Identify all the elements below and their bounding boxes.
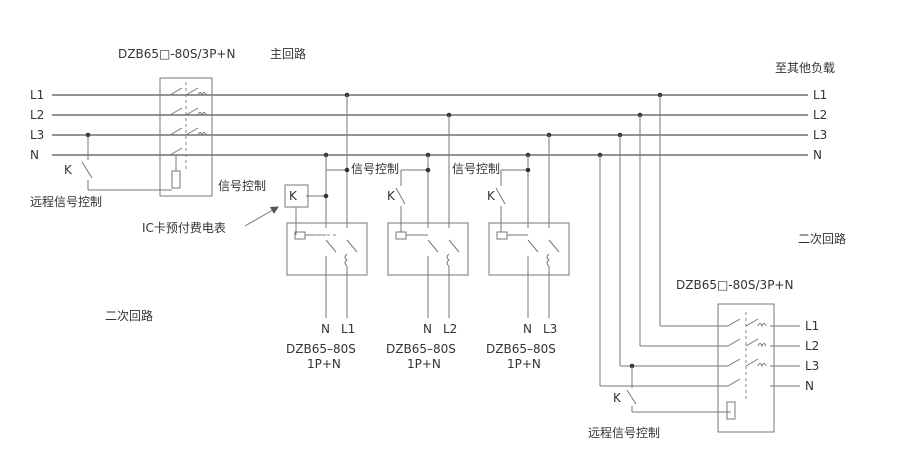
- bus-label-right-n: N: [813, 148, 822, 162]
- branch-drops: [323, 92, 552, 228]
- meter-2-term-n: N: [423, 322, 432, 336]
- meter-3-k: K: [487, 189, 496, 203]
- meter-1-k: K: [289, 189, 298, 203]
- meter-3-term-n: N: [523, 322, 532, 336]
- meter-unit-2: [387, 167, 469, 318]
- secondary-breaker: [717, 303, 800, 433]
- bus-label-right-l2: L2: [813, 108, 827, 122]
- secondary-circuit-left: 二次回路: [105, 308, 153, 323]
- bus-label-left-l2: L2: [30, 108, 44, 122]
- meter-1-term-l: L1: [341, 322, 355, 336]
- secondary-feed-lines: [597, 92, 731, 413]
- secondary-out-n: N: [805, 379, 814, 393]
- bus-label-left-l3: L3: [30, 128, 44, 142]
- signal-label-1: 信号控制: [218, 179, 266, 193]
- bus-label-left-n: N: [30, 148, 39, 162]
- remote-left-k: K: [64, 163, 73, 177]
- main-breaker: [159, 77, 213, 197]
- card-meter-arrow: [244, 206, 279, 227]
- main-breaker-model: DZB65□-80S/3P+N: [118, 47, 235, 61]
- meter-unit-1: [284, 167, 368, 318]
- meter-3-model: DZB65–80S: [486, 342, 556, 356]
- signal-label-2: 信号控制: [351, 162, 399, 176]
- secondary-breaker-model: DZB65□-80S/3P+N: [676, 278, 793, 292]
- secondary-out-l3: L3: [805, 359, 819, 373]
- bus-label-right-l1: L1: [813, 88, 827, 102]
- bus-lines: [52, 94, 808, 156]
- secondary-out-l1: L1: [805, 319, 819, 333]
- remote-control-left: [81, 132, 172, 191]
- meter-3-term-l: L3: [543, 322, 557, 336]
- meter-2-term-l: L2: [443, 322, 457, 336]
- secondary-out-l2: L2: [805, 339, 819, 353]
- meter-2-k: K: [387, 189, 396, 203]
- remote-right-k: K: [613, 391, 622, 405]
- remote-left-label: 远程信号控制: [30, 194, 102, 209]
- meter-3-poles: 1P+N: [507, 357, 541, 371]
- card-meter-label: IC卡预付费电表: [142, 221, 226, 235]
- meter-unit-3: [488, 167, 570, 318]
- secondary-circuit-right: 二次回路: [798, 231, 846, 246]
- remote-right-label: 远程信号控制: [588, 425, 660, 440]
- meter-2-poles: 1P+N: [407, 357, 441, 371]
- meter-1-poles: 1P+N: [307, 357, 341, 371]
- meter-1-model: DZB65–80S: [286, 342, 356, 356]
- meter-2-model: DZB65–80S: [386, 342, 456, 356]
- signal-label-3: 信号控制: [452, 162, 500, 176]
- bus-label-right-l3: L3: [813, 128, 827, 142]
- meter-1-term-n: N: [321, 322, 330, 336]
- main-circuit-label: 主回路: [270, 46, 306, 61]
- bus-label-left-l1: L1: [30, 88, 44, 102]
- to-other-loads-label: 至其他负载: [775, 61, 835, 75]
